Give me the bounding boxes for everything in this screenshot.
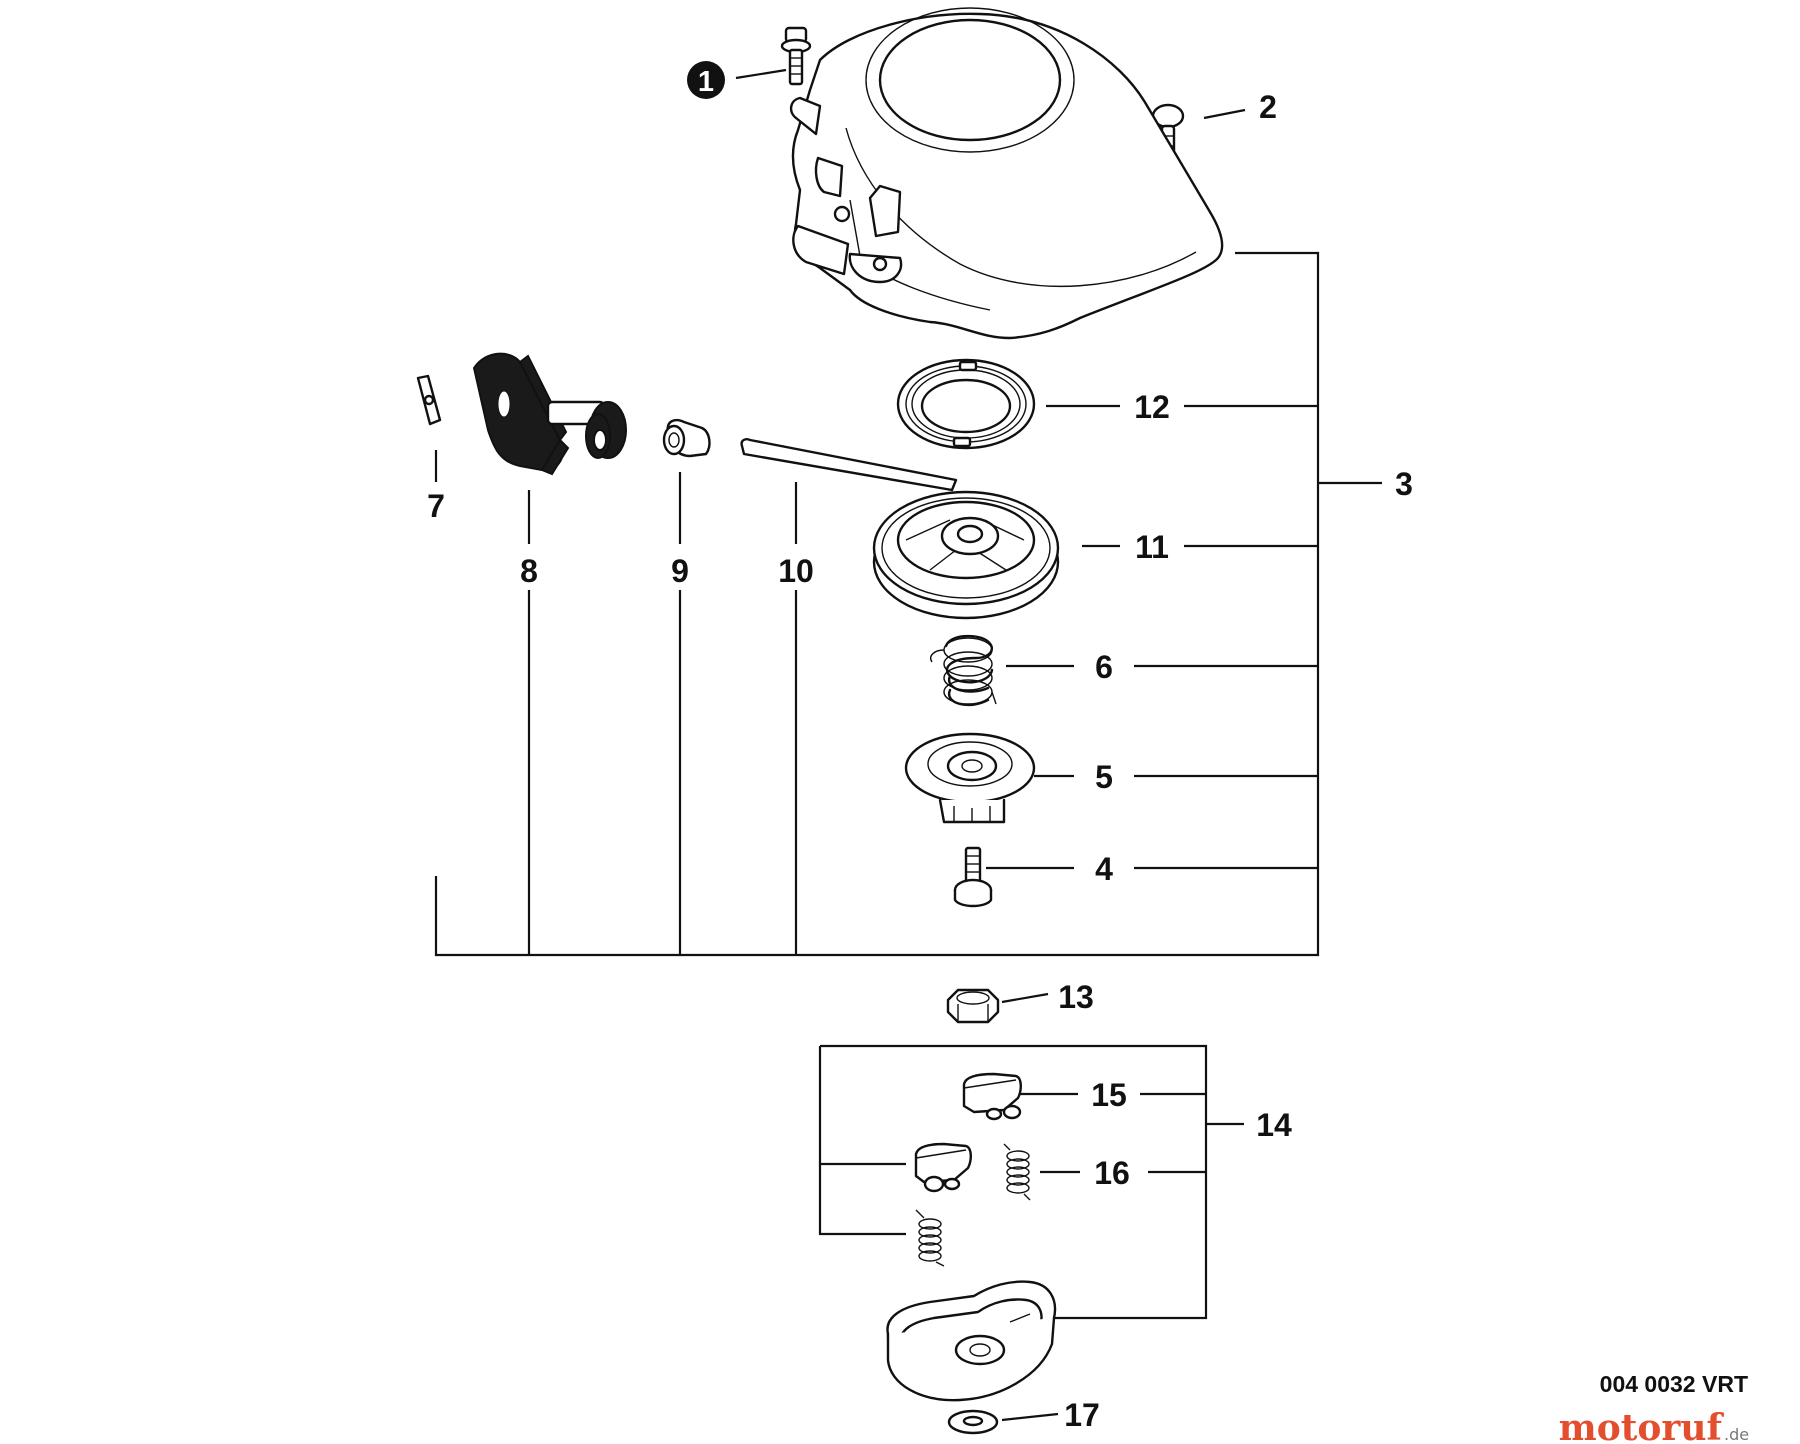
callout-10: 10 <box>778 553 814 589</box>
callout-14: 14 <box>1256 1107 1292 1143</box>
callout-8: 8 <box>520 553 538 589</box>
callout-1-badge <box>687 61 725 99</box>
drawing-code: 004 0032 VRT <box>1600 1371 1748 1397</box>
rewind-spring <box>896 358 1036 450</box>
callout-15: 15 <box>1091 1077 1127 1113</box>
spring-part-16 <box>1003 1143 1031 1201</box>
callout-2: 2 <box>1259 89 1277 125</box>
fan-housing <box>789 7 1224 340</box>
plate-part-7 <box>416 374 442 426</box>
callout-16: 16 <box>1094 1155 1130 1191</box>
screw-part-4 <box>953 846 993 908</box>
callout-1: 1 <box>687 61 725 99</box>
callout-12: 12 <box>1134 389 1170 425</box>
callout-11: 11 <box>1135 529 1169 565</box>
carrier-part-14 <box>886 1280 1057 1402</box>
bushing-part-9 <box>662 418 711 458</box>
starter-grip <box>472 352 627 476</box>
svg-text:motoruf: motoruf <box>1559 1407 1725 1444</box>
nut-part-13 <box>946 988 1000 1024</box>
spring-carrier <box>904 732 1036 824</box>
leader-lines <box>434 68 1382 1422</box>
callout-7: 7 <box>427 488 445 524</box>
watermark-logo: motoruf .de <box>1559 1407 1749 1444</box>
callout-5: 5 <box>1095 759 1113 795</box>
spring-part-14-small <box>915 1209 945 1267</box>
washer-part-17 <box>947 1409 999 1435</box>
callout-6: 6 <box>1095 649 1113 685</box>
callout-4: 4 <box>1095 851 1113 887</box>
rope-rotor <box>872 490 1060 620</box>
starter-rope <box>740 438 958 492</box>
callout-13: 13 <box>1058 979 1094 1015</box>
screw-part-1 <box>780 26 812 86</box>
watermark-tld: .de <box>1724 1425 1749 1444</box>
callout-17: 17 <box>1064 1397 1100 1433</box>
watermark-brand: motoruf <box>1559 1407 1725 1444</box>
callout-3: 3 <box>1395 466 1413 502</box>
callout-9: 9 <box>671 553 689 589</box>
spring-part-6 <box>930 634 997 707</box>
pawl-part-16 <box>914 1142 972 1193</box>
callout-1-number: 1 <box>698 66 714 98</box>
pawl-part-15 <box>962 1072 1022 1121</box>
